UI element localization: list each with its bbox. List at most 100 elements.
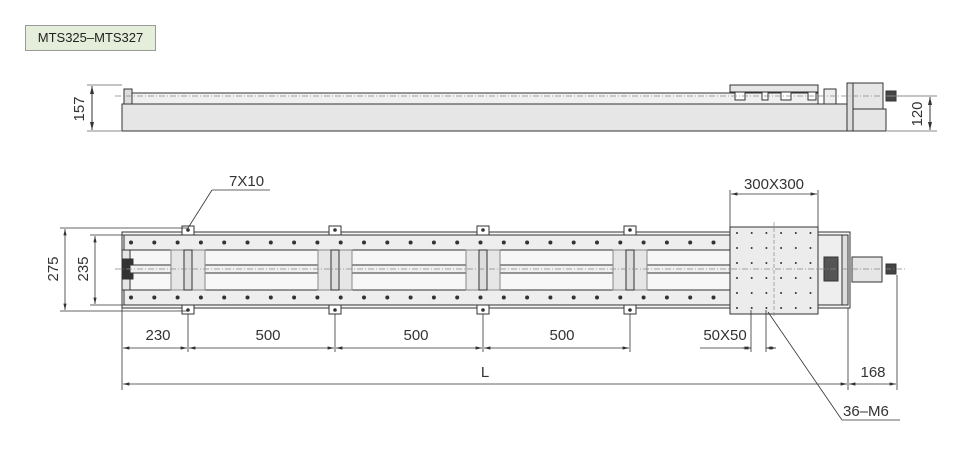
support-web	[625, 249, 635, 291]
table-hole	[765, 262, 768, 264]
rail-bolt	[455, 295, 460, 300]
table-hole	[765, 232, 768, 234]
table-hole	[809, 277, 812, 279]
rail-bolt	[245, 295, 250, 300]
rail-bolt	[688, 240, 693, 245]
rail-bolt	[362, 295, 366, 300]
rail-bolt	[501, 295, 506, 300]
table-hole	[736, 232, 738, 234]
table-hole	[736, 292, 738, 294]
dim-grid-pitch: 50X50	[703, 327, 746, 344]
rail-bolt	[478, 240, 483, 245]
top-view	[115, 222, 905, 318]
table-hole	[765, 292, 768, 294]
dim-first-pitch: 230	[145, 327, 170, 344]
rail-bolt	[571, 240, 576, 245]
rail-bolt	[315, 240, 320, 245]
mount-hole	[186, 228, 190, 232]
table-hole	[780, 247, 783, 249]
dim-width-rail: 235	[75, 256, 92, 281]
table-hole	[794, 262, 797, 264]
table-hole	[809, 232, 812, 234]
dim-motor-length: 168	[860, 364, 885, 381]
table-hole	[794, 247, 797, 249]
rail-bolt	[385, 295, 390, 300]
table-hole	[736, 277, 738, 279]
rail-bolt	[688, 295, 693, 300]
table-hole	[794, 292, 797, 294]
table-hole	[750, 307, 753, 309]
rail-bolt	[711, 295, 716, 300]
rail-bolt	[595, 240, 599, 245]
rail-bolt	[245, 240, 250, 245]
table-hole	[780, 232, 783, 234]
table-hole	[780, 277, 783, 279]
motor	[851, 256, 883, 283]
table-hole	[794, 277, 797, 279]
dim-pitch-2: 500	[403, 327, 428, 344]
dim-pitch-1: 500	[255, 327, 280, 344]
dim-pitch-3: 500	[549, 327, 574, 344]
table-hole	[750, 247, 753, 249]
mount-hole	[333, 228, 337, 232]
table-hole	[794, 232, 797, 234]
rail-bolt	[478, 295, 483, 300]
rail	[123, 289, 731, 306]
rail-bolt	[525, 295, 530, 300]
rail-bolt	[362, 240, 366, 245]
mount-hole	[481, 308, 485, 312]
rail-bolt	[198, 240, 203, 245]
dim-motor-height: 120	[909, 101, 926, 126]
table-hole	[780, 262, 783, 264]
table-hole	[794, 307, 797, 309]
rail-bolt	[198, 295, 203, 300]
table-hole	[809, 247, 812, 249]
rail-bolt	[455, 240, 460, 245]
table-hole	[780, 292, 783, 294]
rail-bolt	[595, 295, 599, 300]
model-title: MTS325–MTS327	[25, 25, 156, 51]
table-hole	[736, 262, 738, 264]
table-hole	[809, 307, 812, 309]
rail-bolt	[431, 295, 436, 300]
rail-bolt	[408, 240, 413, 245]
rail-bolt	[315, 295, 320, 300]
table-hole	[750, 262, 753, 264]
rail-bolt	[641, 240, 646, 245]
table-hole	[750, 232, 753, 234]
rail-bolt	[292, 295, 297, 300]
rail-bolt	[618, 295, 623, 300]
table-hole	[750, 277, 753, 279]
rail-bolt	[152, 240, 157, 245]
rail-bolt	[222, 240, 227, 245]
mount-hole	[628, 308, 632, 312]
dim-width-outer: 275	[45, 256, 62, 281]
support-web	[183, 249, 193, 291]
label-threads: 36–M6	[843, 403, 889, 420]
top-view-dimensions	[60, 189, 900, 421]
rail-bolt	[222, 295, 227, 300]
rail-bolt	[548, 240, 553, 245]
rail-bolt	[268, 295, 273, 300]
dim-table-size: 300X300	[744, 176, 804, 193]
rail-bolt	[338, 240, 343, 245]
leader	[767, 311, 843, 421]
support-web	[478, 249, 488, 291]
rail-bolt	[664, 295, 669, 300]
rail-bolt	[175, 240, 180, 245]
table-hole	[750, 292, 753, 294]
table-hole	[765, 277, 768, 279]
rail-bolt	[571, 295, 576, 300]
label-hole: 7X10	[229, 173, 264, 190]
rail-bolt	[152, 295, 157, 300]
table-hole	[809, 292, 812, 294]
table-hole	[809, 262, 812, 264]
table-hole	[736, 307, 738, 309]
rail-bolt	[548, 295, 553, 300]
rail-bolt	[175, 295, 180, 300]
dim-length: L	[481, 364, 489, 381]
rail-bolt	[501, 240, 506, 245]
rail-bolt	[338, 295, 343, 300]
table-hole	[780, 307, 783, 309]
